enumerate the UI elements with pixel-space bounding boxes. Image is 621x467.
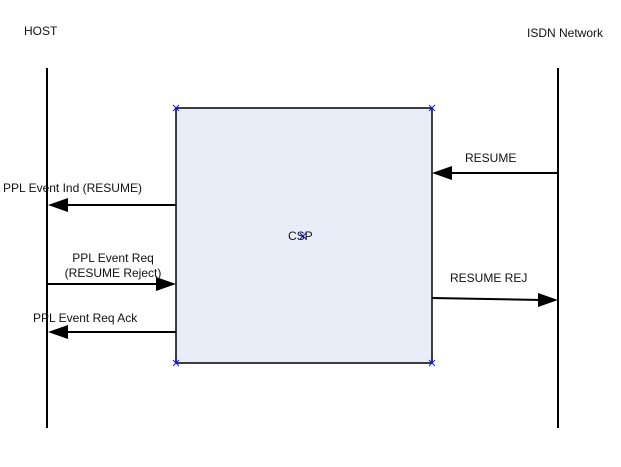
message-label-resume: RESUME — [465, 151, 517, 165]
message-arrow-resume-rej — [431, 293, 558, 307]
message-arrow-resume — [432, 166, 558, 180]
arrowhead-icon — [538, 293, 558, 307]
message-arrow-ppl-event-req-ack — [48, 325, 176, 339]
csp-label: CSP — [288, 229, 313, 243]
host-label: HOST — [24, 24, 58, 38]
message-label-ppl-event-ind: PPL Event Ind (RESUME) — [3, 181, 142, 195]
message-label-ppl-event-req: PPL Event Req — [72, 251, 154, 265]
arrowhead-icon — [432, 166, 452, 180]
selection-handle-icon — [172, 104, 436, 367]
message-arrow-ppl-event-req — [47, 277, 176, 291]
message-label-resume-rej: RESUME REJ — [450, 271, 528, 285]
message-label-ppl-event-req-detail: (RESUME Reject) — [64, 266, 162, 280]
message-label-ppl-event-req-ack: PPL Event Req Ack — [33, 311, 138, 325]
arrowhead-icon — [48, 325, 68, 339]
isdn-network-label: ISDN Network — [527, 26, 604, 40]
message-arrow-ppl-event-ind — [48, 198, 176, 212]
arrowhead-icon — [156, 277, 176, 291]
arrowhead-icon — [48, 198, 68, 212]
